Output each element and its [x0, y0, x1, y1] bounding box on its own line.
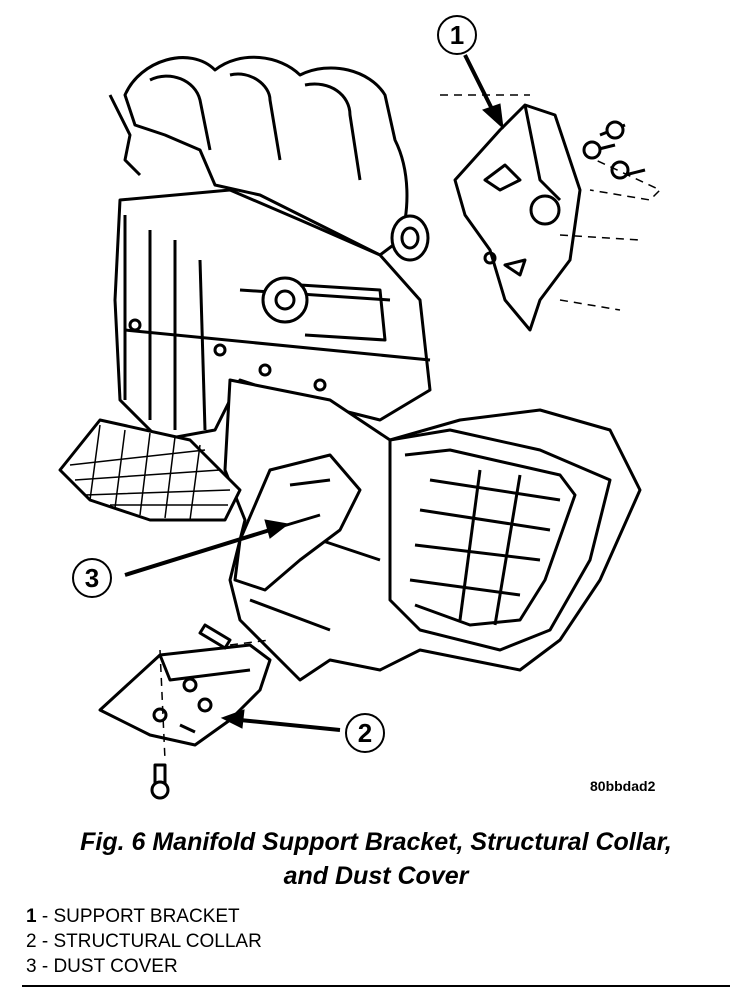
collar-bolts — [150, 623, 232, 800]
legend-item: 3 - DUST COVER — [26, 954, 262, 979]
legend-item: 2 - STRUCTURAL COLLAR — [26, 929, 262, 954]
dust-cover — [233, 453, 362, 592]
legend-number: 1 — [26, 906, 37, 927]
support-bracket — [453, 103, 646, 332]
legend-number: 3 — [26, 956, 37, 977]
structural-collar — [98, 643, 272, 747]
bottom-rule — [22, 985, 730, 987]
legend: 1 - SUPPORT BRACKET 2 - STRUCTURAL COLLA… — [26, 904, 262, 979]
image-code: 80bbdad2 — [590, 778, 656, 794]
callout-2: 2 — [345, 713, 385, 753]
legend-item: 1 - SUPPORT BRACKET — [26, 904, 262, 929]
legend-text: - SUPPORT BRACKET — [36, 906, 240, 927]
legend-text: - DUST COVER — [36, 956, 178, 977]
callout-1-number: 1 — [450, 20, 464, 50]
engine-diagram: 1 2 3 — [58, 15, 661, 800]
legend-number: 2 — [26, 931, 37, 952]
intake-manifold — [108, 55, 430, 262]
callout-3-number: 3 — [85, 563, 99, 593]
callout-2-number: 2 — [358, 718, 372, 748]
callout-1: 1 — [437, 15, 477, 55]
callout-arrows — [124, 54, 504, 732]
figure-caption-line1: Fig. 6 Manifold Support Bracket, Structu… — [80, 828, 672, 856]
figure-caption-line2: and Dust Cover — [283, 862, 469, 890]
mesh-shield — [58, 418, 242, 522]
callout-3: 3 — [72, 558, 112, 598]
engine-block — [113, 188, 432, 442]
guide-lines — [159, 94, 661, 761]
legend-text: - STRUCTURAL COLLAR — [36, 931, 262, 952]
bracket-bolts — [582, 120, 630, 180]
